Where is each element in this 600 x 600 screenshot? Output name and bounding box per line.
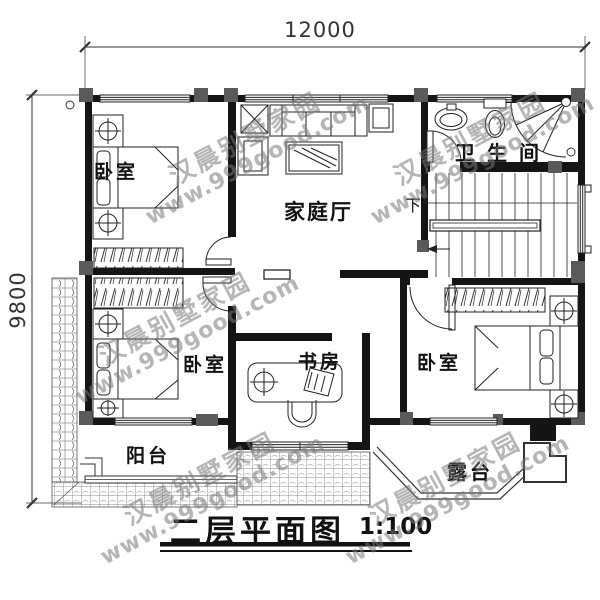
dimension-width: 12000 [284,18,356,42]
living-furniture [237,103,394,176]
windows [99,94,592,451]
bedroom-br-furniture [444,287,579,419]
room-label-family-hall: 家庭厅 [284,200,353,224]
room-label-bedroom-bottom-right: 卧室 [417,352,462,374]
bedroom-bl-furniture [92,277,184,419]
room-label-balcony: 阳台 [126,445,171,467]
title-underline [160,542,412,552]
room-label-bathroom: 卫生间 [455,141,551,165]
stairs-down-label: 下 [405,196,422,215]
terrace-rail [372,442,567,500]
room-label-terrace: 露台 [447,460,493,484]
room-label-bedroom-top-left: 卧室 [94,161,139,183]
stairs [423,173,577,277]
study-furniture [247,362,343,428]
dimension-height: 9800 [6,271,30,329]
drawing-scale: 1:100 [359,514,433,540]
balcony-rail [80,457,238,484]
drawing-title: 二层平面图 1:100 [170,506,432,551]
wall-piers [79,88,585,426]
bathroom-fixtures [434,97,571,158]
roof-tile-areas [51,277,371,508]
room-label-bedroom-bottom-left: 卧室 [183,354,228,376]
room-label-study: 书房 [298,351,343,373]
bedroom-tl-furniture [92,114,184,269]
drawing-title-text: 二层平面图 [170,514,345,550]
dimension-lines [26,36,591,509]
